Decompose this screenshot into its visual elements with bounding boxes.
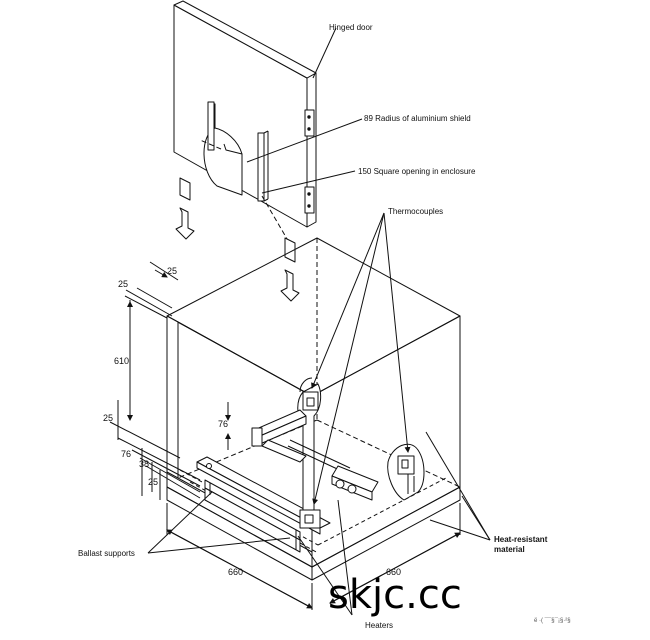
dim-660-left: 660 <box>228 567 243 577</box>
dim-610: 610 <box>114 356 129 366</box>
label-hinged-door: Hinged door <box>329 23 373 32</box>
dimension-lines <box>109 261 461 610</box>
label-heat-resistant: Heat-resistant <box>494 535 548 544</box>
label-thermocouples: Thermocouples <box>388 207 443 216</box>
side-thermocouple <box>387 443 425 501</box>
dim-25-mid: 25 <box>103 413 113 423</box>
label-shield-radius: 89 Radius of aluminium shield <box>364 114 471 123</box>
dim-25-top-a: 25 <box>118 279 128 289</box>
dim-25-low: 25 <box>148 477 158 487</box>
label-heaters: Heaters <box>365 621 393 630</box>
dim-660-right: 660 <box>386 567 401 577</box>
thermocouple-stand <box>196 377 379 535</box>
ballast-supports <box>204 479 301 553</box>
dim-76-inner: 76 <box>218 419 228 429</box>
label-square-opening: 150 Square opening in enclosure <box>358 167 476 176</box>
corner-note: ë ·( ¯¯§¯¡§·²§ <box>534 617 571 624</box>
dim-76: 76 <box>121 449 131 459</box>
watermark: skjc.cc <box>328 572 462 618</box>
hinged-door <box>173 0 317 228</box>
label-heat-resistant-2: material <box>494 545 525 554</box>
dim-38: 38 <box>139 459 149 469</box>
dim-25-top-b: 25 <box>167 266 177 276</box>
label-ballast-supports: Ballast supports <box>78 549 135 558</box>
